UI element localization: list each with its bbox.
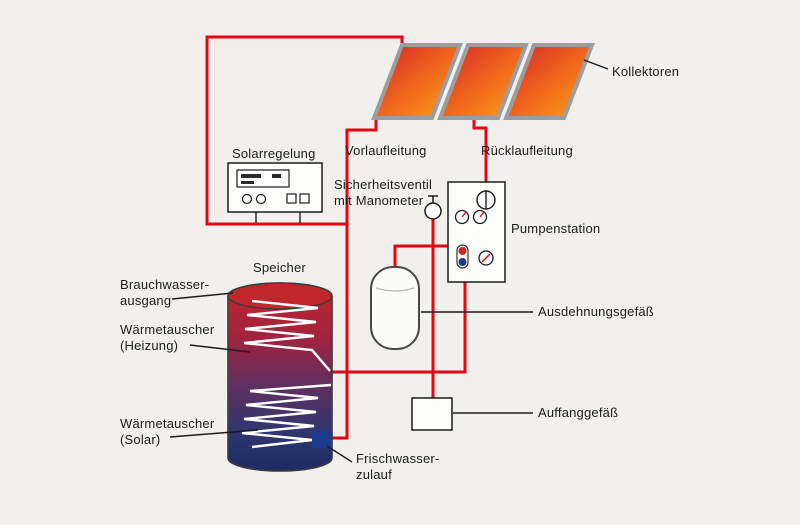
label-waermetauscher-solar: Wärmetauscher (Solar) xyxy=(120,416,215,447)
safety-valve xyxy=(424,195,442,220)
collector-array xyxy=(371,43,595,120)
pump-station-body xyxy=(447,181,506,283)
ruecklauf-pipe xyxy=(472,119,488,183)
label-ausdehnungsgefaess: Ausdehnungsgefäß xyxy=(538,304,654,319)
controller-display-segment-2 xyxy=(241,181,254,184)
label-waermetauscher-heizung: Wärmetauscher (Heizung) xyxy=(120,322,215,353)
controller-knob-2 xyxy=(255,193,267,205)
kollektoren-pointer xyxy=(583,59,609,70)
label-frischwasserzulauf: Frischwasser- zulauf xyxy=(356,451,440,482)
expansion-vessel-membrane xyxy=(375,287,415,292)
controller-display xyxy=(236,169,290,188)
frischwasser-pointer xyxy=(326,445,353,463)
pump-manometer-needle xyxy=(481,253,491,263)
label-solarregelung: Solarregelung xyxy=(232,146,316,161)
collection-vessel xyxy=(411,397,453,431)
controller-button-1 xyxy=(286,193,297,204)
controller-display-segment-1 xyxy=(241,174,261,178)
collector-top-pipe xyxy=(205,35,404,226)
heizung-coil-pointer xyxy=(189,344,251,353)
pointer-lines xyxy=(169,59,609,463)
controller-display-segment-3 xyxy=(272,174,281,178)
solar-coil-pointer xyxy=(169,429,259,438)
label-kollektoren: Kollektoren xyxy=(612,64,680,79)
expansion-vessel-body xyxy=(370,266,420,350)
solar-controller xyxy=(227,162,323,223)
label-speicher: Speicher xyxy=(253,260,306,275)
brauchwasser-pointer xyxy=(171,292,234,300)
label-vorlaufleitung: Vorlaufleitung xyxy=(345,143,427,158)
heating-coil xyxy=(243,299,331,372)
label-auffanggefaess: Auffanggefäß xyxy=(538,405,619,420)
vorlauf-pipe xyxy=(331,119,378,440)
collector-panel-3 xyxy=(503,43,595,120)
solar-coil xyxy=(241,383,332,449)
pump-gauge-left-needle xyxy=(461,211,467,218)
storage-tank xyxy=(227,282,333,472)
fresh-water-inlet xyxy=(312,431,331,448)
pump-flow-hot-dot xyxy=(458,247,467,255)
label-pumpenstation: Pumpenstation xyxy=(511,221,601,236)
pump-gauge-right-needle xyxy=(479,211,485,218)
collector-panel-1 xyxy=(371,43,463,120)
pump-flow-cold-dot xyxy=(458,258,467,266)
controller-button-2 xyxy=(299,193,310,204)
controller-knob-1 xyxy=(241,193,253,205)
tank-lid xyxy=(227,282,333,310)
collector-panel-2 xyxy=(437,43,529,120)
label-sicherheitsventil: Sicherheitsventil mit Manometer xyxy=(334,177,433,208)
expansion-tee-pipe xyxy=(393,244,448,270)
label-brauchwasserausgang: Brauchwasser- ausgang xyxy=(120,277,210,308)
expansion-vessel xyxy=(370,266,420,350)
pump-station xyxy=(447,181,506,283)
label-ruecklaufleitung: Rücklaufleitung xyxy=(481,143,573,158)
